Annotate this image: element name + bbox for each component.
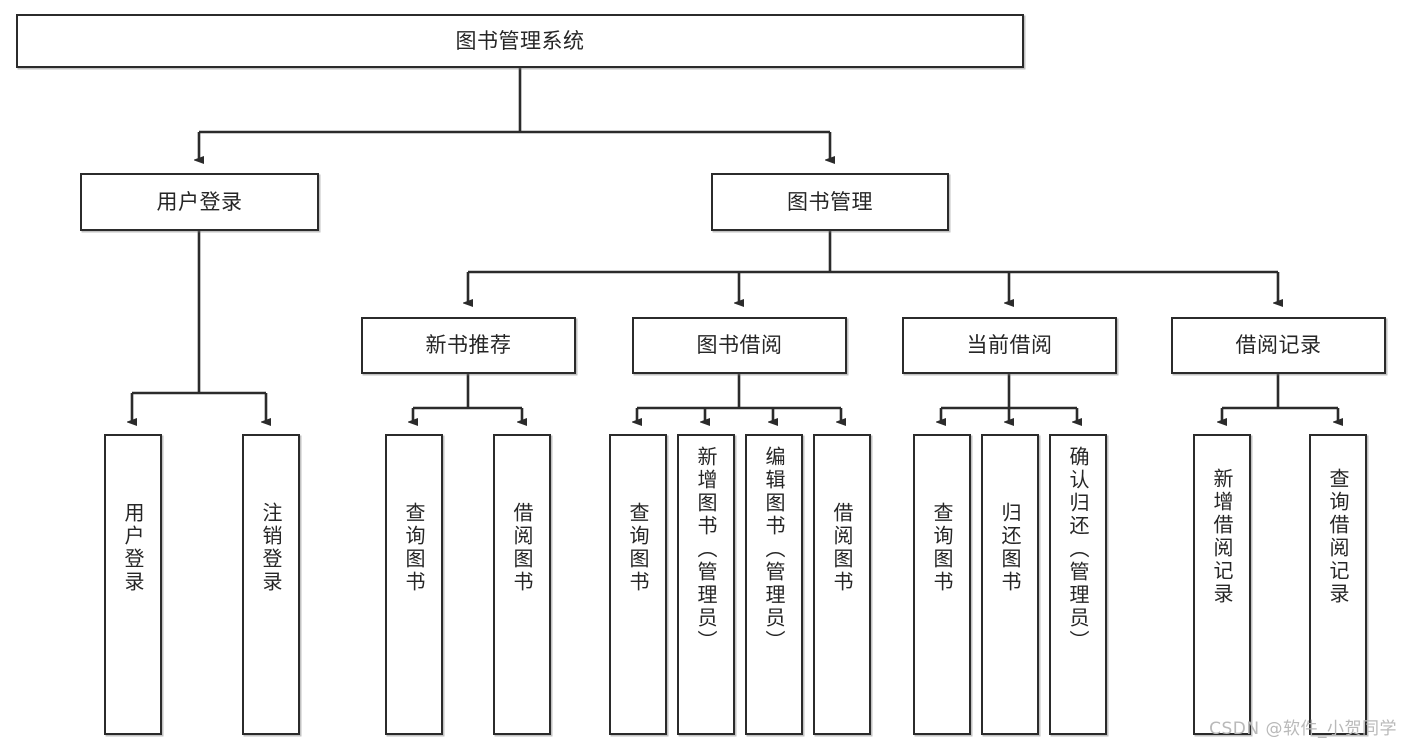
node-label: 查询借阅记录 bbox=[1326, 468, 1350, 606]
leaf-book-borrow-borrow-book[interactable]: 借阅图书 bbox=[813, 434, 871, 735]
node-label: 图书管理 bbox=[787, 189, 873, 214]
leaf-current-borrow-confirm-return-admin[interactable]: 确认归还（管理员） bbox=[1049, 434, 1107, 735]
leaf-book-borrow-query-book[interactable]: 查询图书 bbox=[609, 434, 667, 735]
node-label: 新书推荐 bbox=[425, 333, 512, 358]
node-label: 归还图书 bbox=[998, 502, 1022, 594]
node-user-login[interactable]: 用户登录 bbox=[80, 173, 319, 231]
node-label: 新增借阅记录 bbox=[1210, 468, 1234, 606]
node-label: 用户登录 bbox=[121, 502, 145, 594]
leaf-current-borrow-return-book[interactable]: 归还图书 bbox=[981, 434, 1039, 735]
node-new-book-recommend[interactable]: 新书推荐 bbox=[361, 317, 576, 374]
node-label: 查询图书 bbox=[930, 502, 954, 594]
node-book-management[interactable]: 图书管理 bbox=[711, 173, 949, 231]
node-label: 确认归还（管理员） bbox=[1066, 446, 1090, 653]
leaf-borrow-record-query-record[interactable]: 查询借阅记录 bbox=[1309, 434, 1367, 735]
node-label: 借阅图书 bbox=[510, 502, 534, 594]
node-label: 新增图书（管理员） bbox=[694, 446, 718, 653]
leaf-user-login-logout[interactable]: 注销登录 bbox=[242, 434, 300, 735]
leaf-new-book-query-book[interactable]: 查询图书 bbox=[385, 434, 443, 735]
node-label: 图书借阅 bbox=[696, 333, 783, 358]
leaf-book-borrow-edit-book-admin[interactable]: 编辑图书（管理员） bbox=[745, 434, 803, 735]
leaf-borrow-record-add-record[interactable]: 新增借阅记录 bbox=[1193, 434, 1251, 735]
leaf-current-borrow-query-book[interactable]: 查询图书 bbox=[913, 434, 971, 735]
node-book-borrow[interactable]: 图书借阅 bbox=[632, 317, 847, 374]
node-borrow-record[interactable]: 借阅记录 bbox=[1171, 317, 1386, 374]
node-label: 图书管理系统 bbox=[455, 28, 585, 53]
node-label: 当前借阅 bbox=[966, 333, 1053, 358]
leaf-user-login-login[interactable]: 用户登录 bbox=[104, 434, 162, 735]
node-label: 查询图书 bbox=[626, 502, 650, 594]
node-label: 借阅图书 bbox=[830, 502, 854, 594]
node-label: 借阅记录 bbox=[1235, 333, 1322, 358]
leaf-book-borrow-add-book-admin[interactable]: 新增图书（管理员） bbox=[677, 434, 735, 735]
node-label: 编辑图书（管理员） bbox=[762, 446, 786, 653]
node-label: 注销登录 bbox=[259, 502, 283, 594]
node-label: 用户登录 bbox=[156, 189, 243, 214]
csdn-watermark: CSDN @软件_小贺同学 bbox=[1209, 719, 1397, 739]
node-label: 查询图书 bbox=[402, 502, 426, 594]
node-root-book-management-system[interactable]: 图书管理系统 bbox=[16, 14, 1024, 68]
leaf-new-book-borrow-book[interactable]: 借阅图书 bbox=[493, 434, 551, 735]
node-current-borrow[interactable]: 当前借阅 bbox=[902, 317, 1117, 374]
